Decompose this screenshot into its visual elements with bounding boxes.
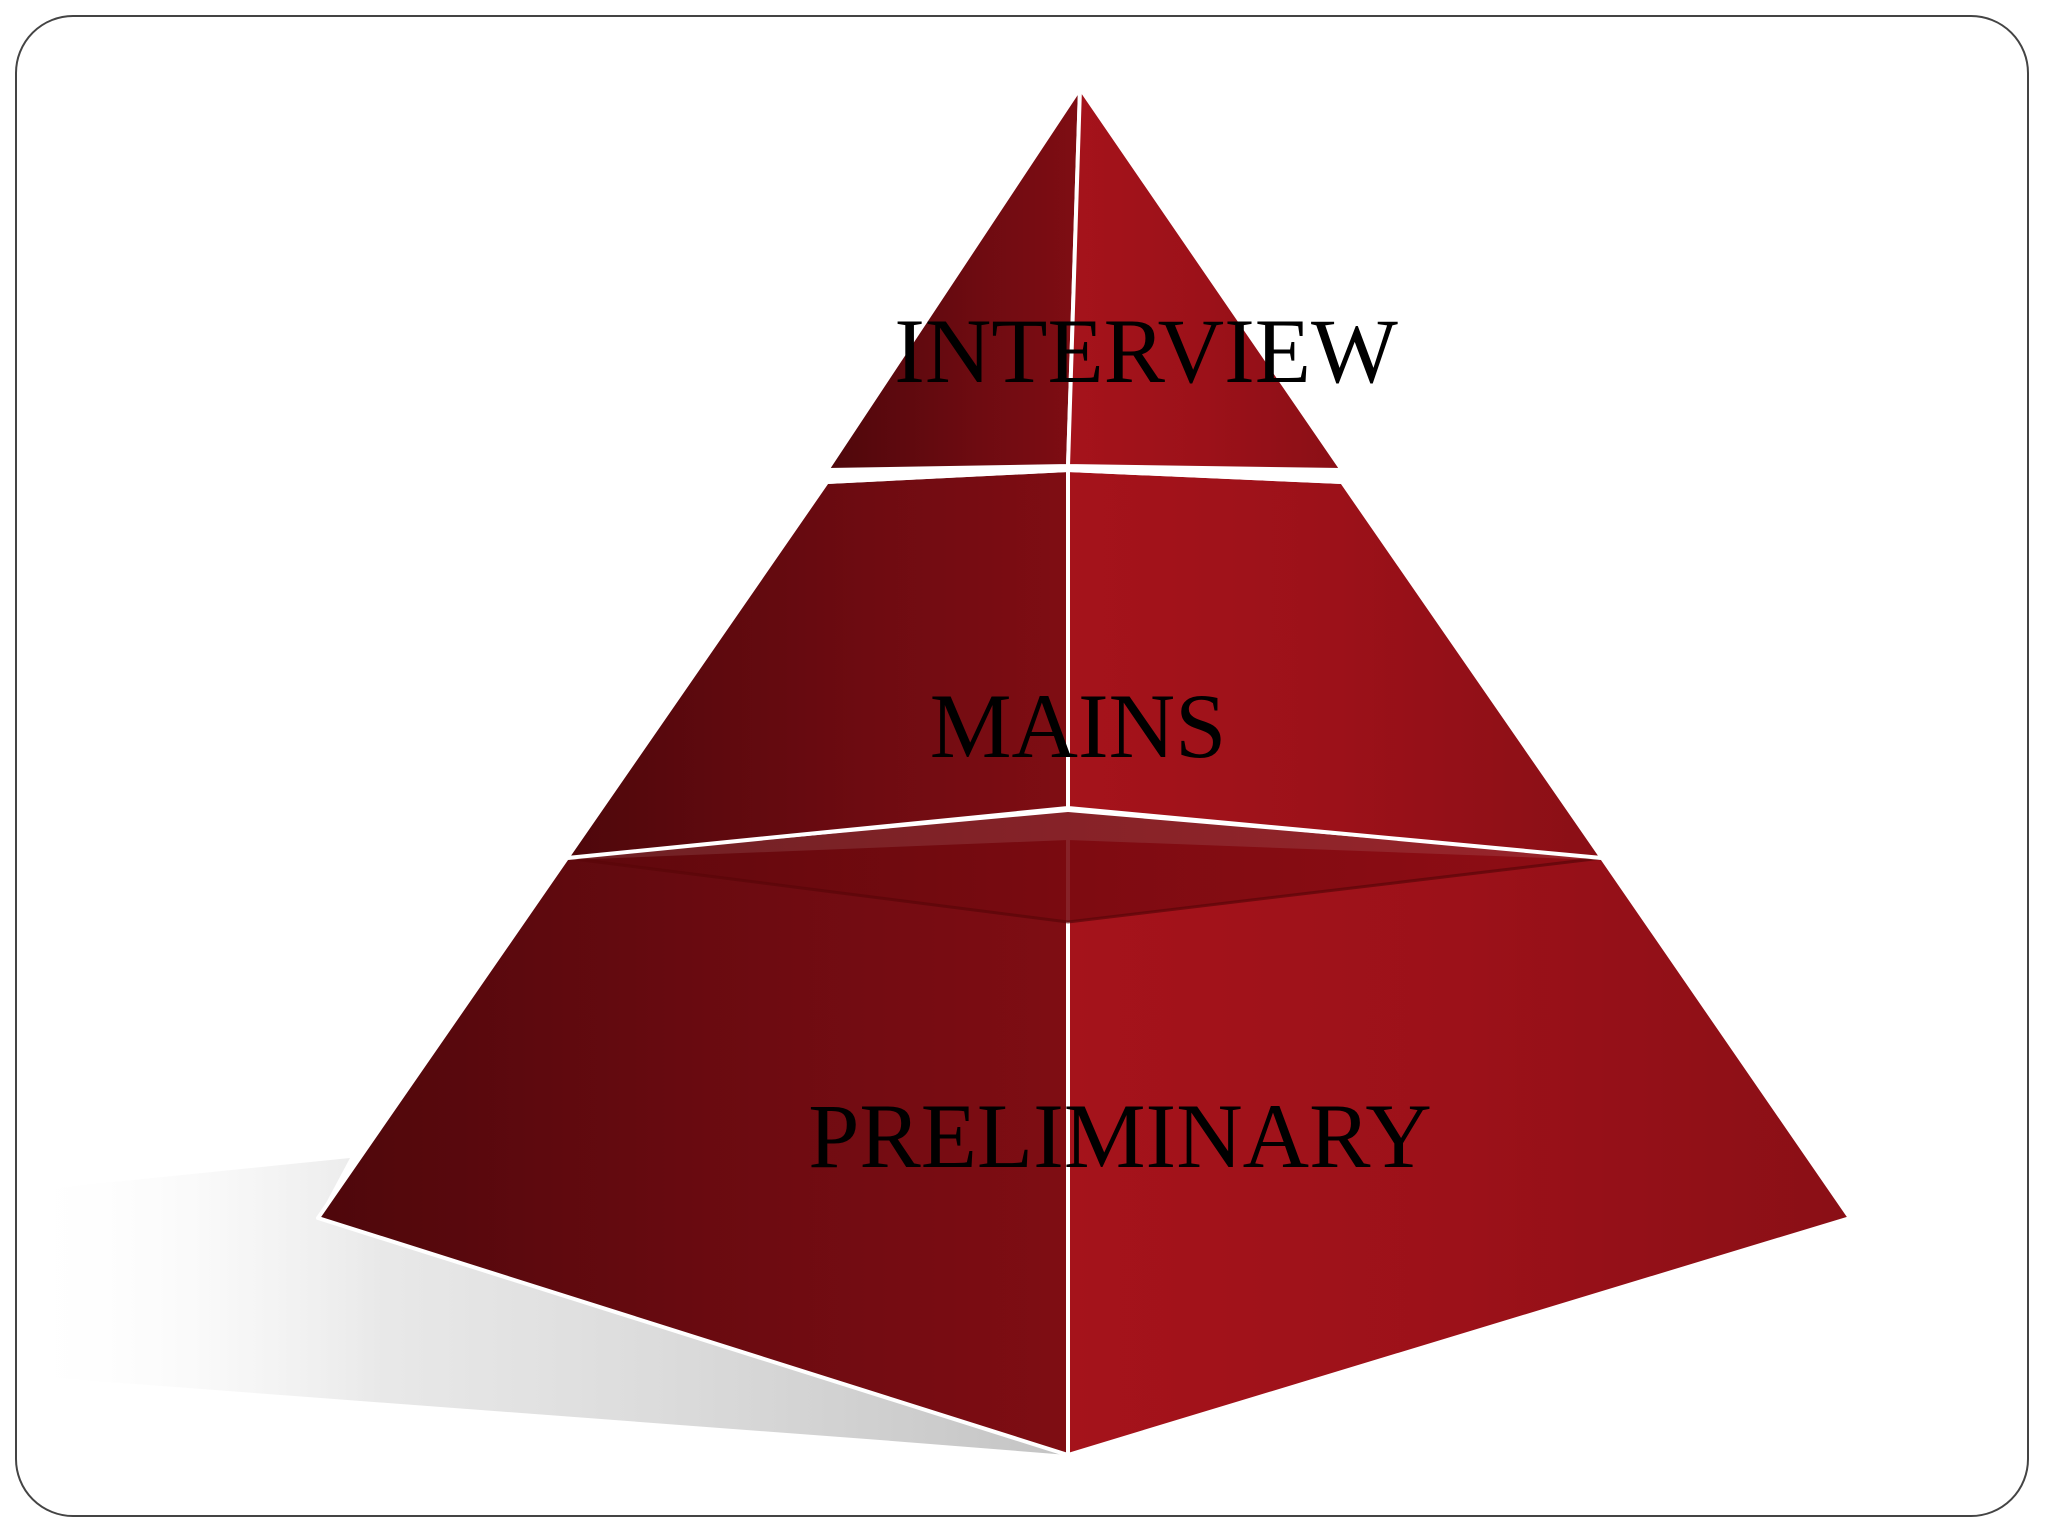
tier-label-preliminary: PRELIMINARY [808,1085,1432,1187]
tier-mains-shape [565,468,1604,860]
tier-label-mains: MAINS [929,675,1227,777]
tier-interview-shape [825,86,1344,472]
slide-frame [15,15,2029,1517]
tier-label-interview: INTERVIEW [894,300,1398,402]
tier-preliminary-shape [316,812,1852,1457]
pyramid-shadow [15,1158,1068,1455]
